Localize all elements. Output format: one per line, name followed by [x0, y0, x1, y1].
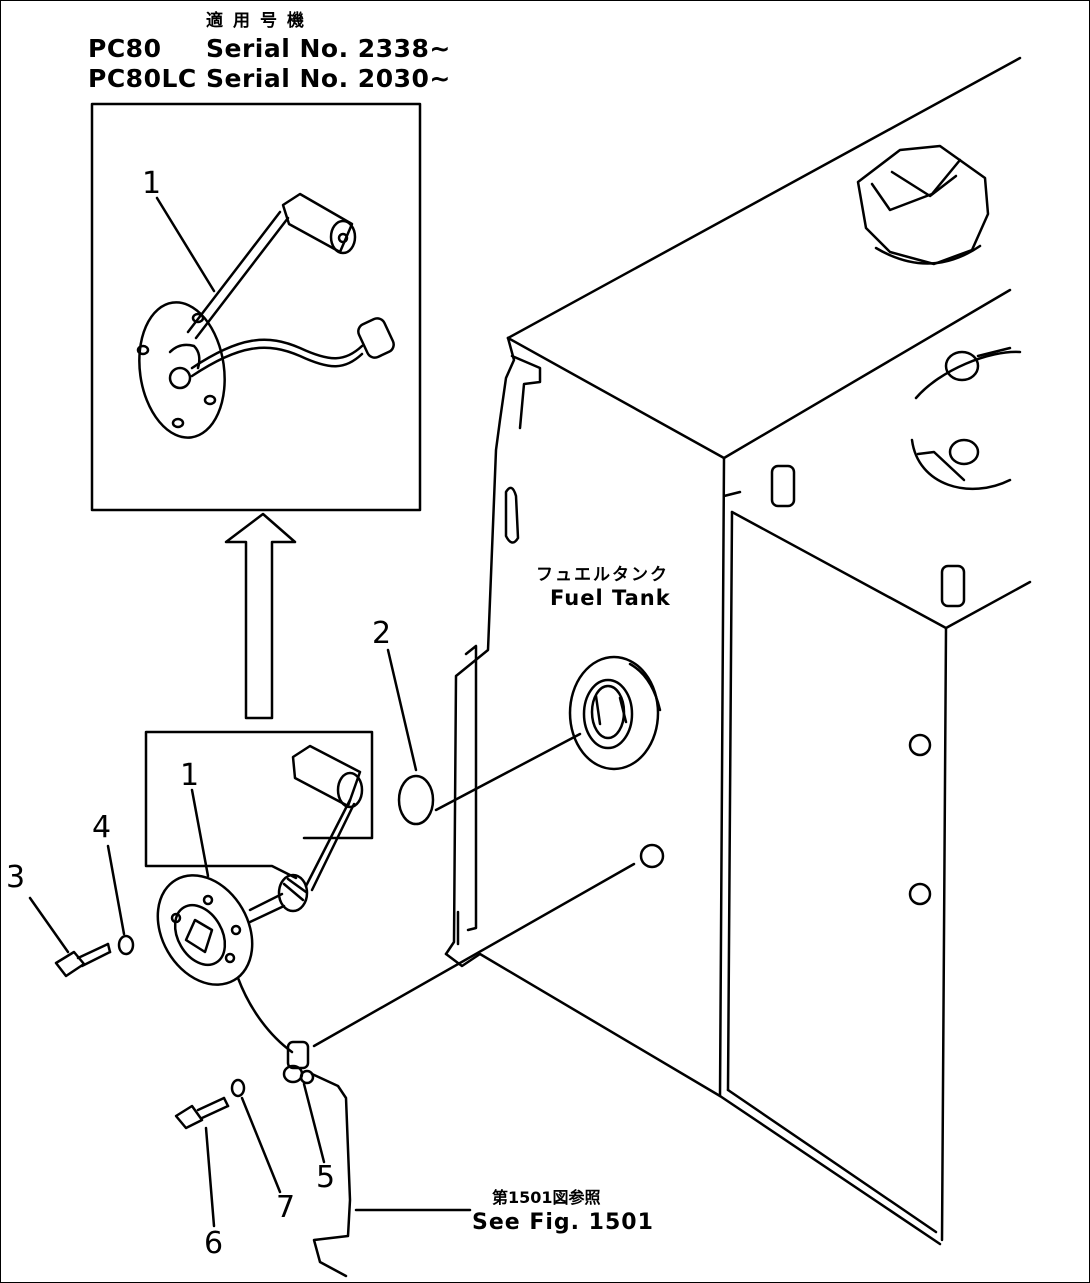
serial-pc80: Serial No. 2338~	[206, 34, 451, 63]
leader-6	[206, 1128, 214, 1226]
fuel-tank	[446, 58, 1030, 1244]
washer-7	[232, 1080, 244, 1096]
callout-1-top: 1	[142, 166, 162, 201]
serial-pc80lc: Serial No. 2030~	[206, 64, 451, 93]
detail-frame	[146, 732, 372, 878]
model-pc80lc: PC80LC	[88, 64, 197, 93]
callout-6: 6	[204, 1226, 224, 1261]
callout-5: 5	[316, 1160, 336, 1195]
bolt-3	[56, 944, 110, 976]
assembly-line-5	[314, 864, 634, 1046]
washer-4	[119, 936, 133, 954]
leader-5	[304, 1084, 324, 1162]
leader-1-bottom	[192, 790, 208, 876]
bolt-6	[176, 1098, 228, 1128]
model-pc80: PC80	[88, 34, 162, 63]
callout-3: 3	[6, 860, 26, 895]
connector-5	[284, 1042, 313, 1083]
reference-label-jp: 第1501図参照	[492, 1188, 601, 1207]
callout-7: 7	[276, 1190, 296, 1225]
callout-2: 2	[372, 616, 392, 651]
callout-4: 4	[92, 810, 112, 845]
applicable-machines-heading: 適用号機	[206, 11, 314, 31]
reference-label-en: See Fig. 1501	[472, 1210, 654, 1235]
leader-7	[242, 1098, 280, 1192]
fuel-tank-label-jp: フュエルタンク	[536, 565, 669, 585]
fuel-tank-label-en: Fuel Tank	[550, 586, 671, 610]
upward-arrow	[226, 514, 295, 718]
leader-1-top	[157, 198, 214, 291]
o-ring-2	[399, 776, 433, 824]
leader-3	[30, 898, 68, 952]
inset-frame	[92, 104, 420, 510]
callout-1-bottom: 1	[180, 758, 200, 793]
leader-4	[108, 846, 124, 934]
detail-fuel-sender	[139, 746, 362, 1052]
inset-fuel-sender	[131, 194, 396, 443]
leader-2	[388, 650, 416, 770]
harness-wire	[312, 1074, 350, 1276]
assembly-line-2	[436, 734, 580, 810]
